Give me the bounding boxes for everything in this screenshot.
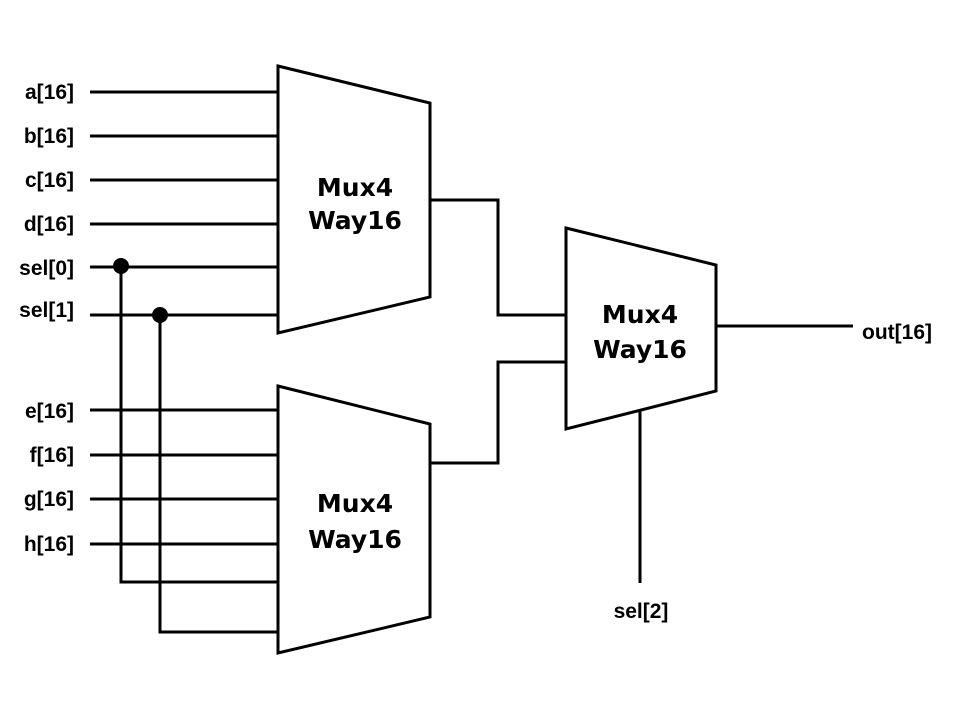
pin-label-g: g[16] bbox=[24, 488, 74, 511]
mux-final-label-line1: Mux4 bbox=[602, 300, 678, 329]
pin-label-f: f[16] bbox=[30, 444, 74, 467]
mux-top-label-line2: Way16 bbox=[308, 206, 402, 235]
pin-label-sel2: sel[2] bbox=[614, 600, 669, 623]
mux-final-label-line2: Way16 bbox=[593, 335, 687, 364]
mux-top bbox=[276, 64, 432, 335]
mux-final bbox=[564, 226, 718, 431]
junction-sel1 bbox=[152, 307, 168, 323]
wire-sel0-branch bbox=[119, 267, 278, 584]
mux-bottom-label-line2: Way16 bbox=[308, 525, 402, 554]
wire-top-mux-out bbox=[430, 198, 566, 317]
pin-label-h: h[16] bbox=[24, 533, 74, 556]
pin-label-e: e[16] bbox=[25, 400, 74, 423]
mux-bottom-label-line1: Mux4 bbox=[317, 489, 393, 518]
pin-label-sel1: sel[1] bbox=[19, 299, 74, 322]
pin-label-out: out[16] bbox=[862, 321, 932, 344]
pin-label-c: c[16] bbox=[25, 169, 74, 192]
wire-sel1-branch bbox=[158, 315, 278, 634]
pin-label-b: b[16] bbox=[24, 125, 74, 148]
pin-label-d: d[16] bbox=[24, 213, 74, 236]
mux-bottom bbox=[276, 384, 432, 655]
junction-sel0 bbox=[113, 258, 129, 274]
pin-label-sel0: sel[0] bbox=[19, 257, 74, 280]
wire-bottom-mux-out bbox=[430, 360, 566, 465]
mux-top-label-line1: Mux4 bbox=[317, 173, 393, 202]
pin-label-a: a[16] bbox=[25, 81, 74, 104]
